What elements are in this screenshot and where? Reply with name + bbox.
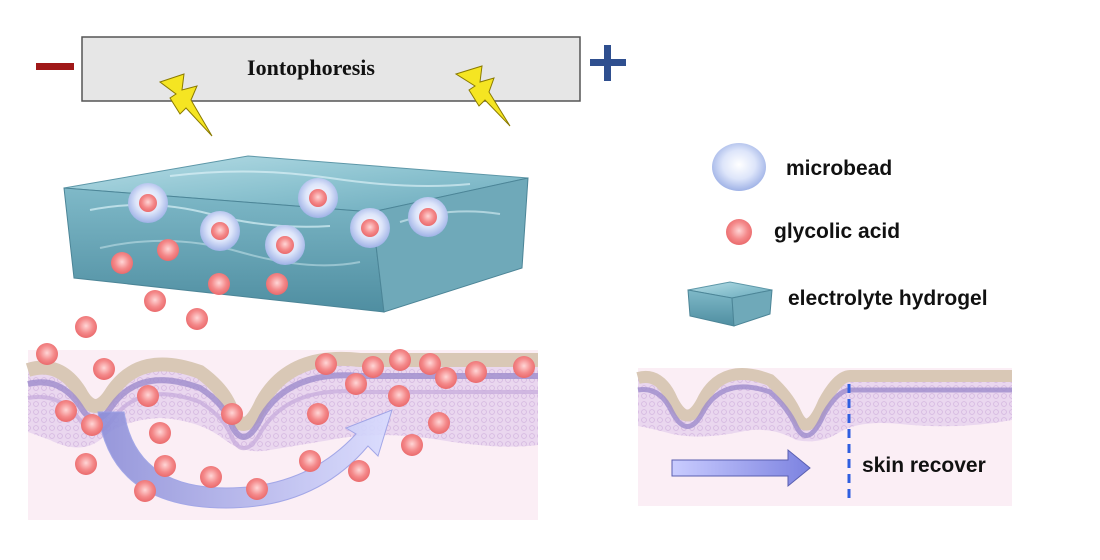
negative-electrode-icon [36, 63, 74, 70]
hydrogel-icon [687, 281, 773, 327]
glycolic-acid-icon [134, 480, 156, 502]
recovery-arrow-icon [671, 448, 811, 488]
diagram-title: Iontophoresis [247, 55, 375, 80]
glycolic-acid-icon [200, 466, 222, 488]
glycolic-acid-icon [388, 385, 410, 407]
glycolic-acid-icon [111, 252, 133, 274]
glycolic-acid-icon [266, 273, 288, 295]
glycolic-acid-icon [55, 400, 77, 422]
positive-electrode-icon [590, 45, 626, 81]
glycolic-acid-icon [75, 453, 97, 475]
recovered-skin-section [636, 368, 1012, 506]
microbead-icon [200, 211, 240, 251]
legend-hydrogel-label: electrolyte hydrogel [788, 287, 988, 310]
glycolic-acid-icon [435, 367, 457, 389]
glycolic-acid-icon [75, 316, 97, 338]
legend-microbead-label: microbead [786, 157, 892, 180]
glycolic-acid-particles [36, 239, 535, 502]
microbeads [128, 178, 448, 265]
glycolic-acid-icon [36, 343, 58, 365]
glycolic-acid-icon [221, 403, 243, 425]
glycolic-acid-icon [348, 460, 370, 482]
legend-item-microbead: microbead [712, 143, 892, 191]
glycolic-acid-icon [345, 373, 367, 395]
lightning-bolt-icon [158, 73, 213, 137]
glycolic-acid-icon [137, 385, 159, 407]
legend: microbead glycolic acid electrolyte hydr… [687, 143, 988, 327]
glycolic-acid-icon [246, 478, 268, 500]
glycolic-acid-icon [513, 356, 535, 378]
glycolic-acid-icon [144, 290, 166, 312]
glycolic-acid-icon [157, 239, 179, 261]
microbead-icon [350, 208, 390, 248]
microbead-icon [265, 225, 305, 265]
legend-item-hydrogel: electrolyte hydrogel [687, 281, 988, 327]
glycolic-acid-icon [465, 361, 487, 383]
glycolic-acid-icon [149, 422, 171, 444]
microbead-icon [298, 178, 338, 218]
glycolic-acid-icon [299, 450, 321, 472]
glycolic-acid-icon [726, 219, 752, 245]
glycolic-acid-icon [81, 414, 103, 436]
glycolic-acid-icon [154, 455, 176, 477]
glycolic-acid-icon [208, 273, 230, 295]
legend-glycolic-acid-label: glycolic acid [774, 220, 900, 243]
glycolic-acid-icon [419, 353, 441, 375]
glycolic-acid-icon [389, 349, 411, 371]
glycolic-acid-icon [93, 358, 115, 380]
microbead-icon [128, 183, 168, 223]
legend-item-glycolic-acid: glycolic acid [726, 219, 900, 245]
recovery-label: skin recover [862, 454, 986, 477]
microbead-icon [712, 143, 766, 191]
penetration-arrow-icon [97, 409, 393, 509]
glycolic-acid-icon [315, 353, 337, 375]
microbead-icon [408, 197, 448, 237]
glycolic-acid-icon [401, 434, 423, 456]
glycolic-acid-icon [362, 356, 384, 378]
glycolic-acid-icon [428, 412, 450, 434]
electrode-bar: Iontophoresis [81, 36, 581, 102]
lightning-bolt-icon [454, 65, 511, 127]
glycolic-acid-icon [186, 308, 208, 330]
glycolic-acid-icon [307, 403, 329, 425]
